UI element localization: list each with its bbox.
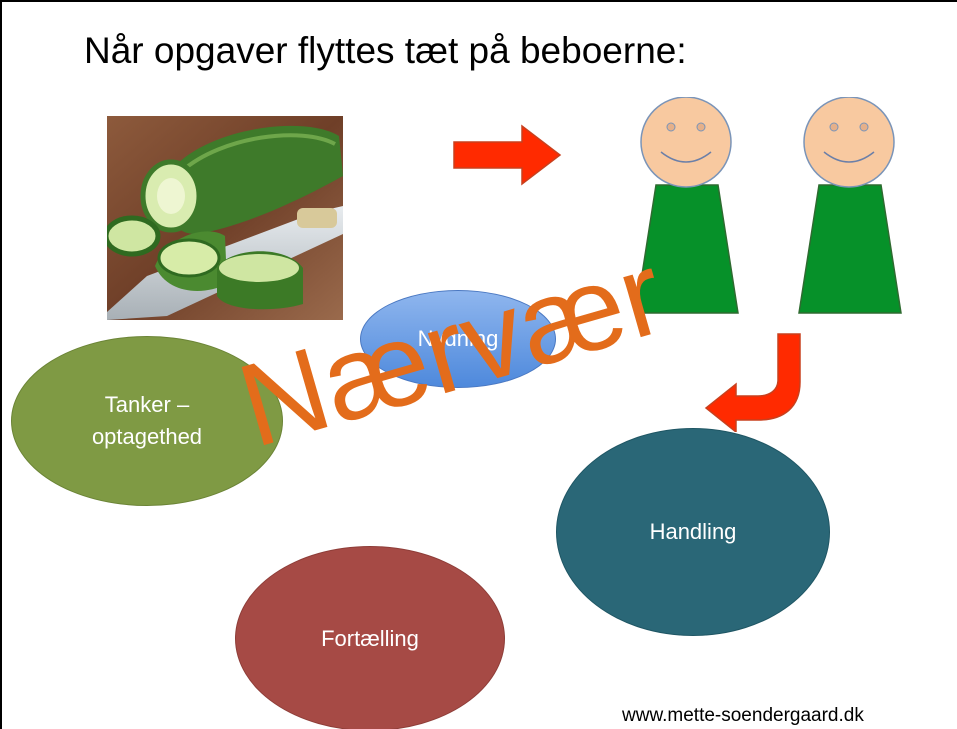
ellipse-nydning: Nydning (360, 290, 556, 388)
ellipse-fortaelling-label: Fortælling (321, 625, 419, 651)
curved-arrow-icon (704, 333, 801, 432)
ellipse-handling: Handling (556, 428, 830, 636)
cucumber-photo (107, 116, 343, 320)
right-arrow-icon (453, 124, 562, 186)
slide-title: Når opgaver flyttes tæt på beboerne: (84, 30, 687, 71)
ellipse-fortaelling: Fortælling (235, 546, 505, 729)
ellipse-tanker-label-line2: optagethed (91, 424, 203, 449)
ellipse-handling-label: Handling (649, 519, 737, 544)
ellipse-nydning-label: Nydning (417, 326, 499, 351)
resident-figure-1 (635, 97, 739, 314)
ellipse-tanker: Tanker – optagethed (11, 336, 283, 506)
resident-figure-2 (798, 97, 902, 314)
footer-url: www.mette-soendergaard.dk (622, 705, 864, 726)
ellipse-tanker-label-line1: Tanker – (104, 392, 190, 417)
